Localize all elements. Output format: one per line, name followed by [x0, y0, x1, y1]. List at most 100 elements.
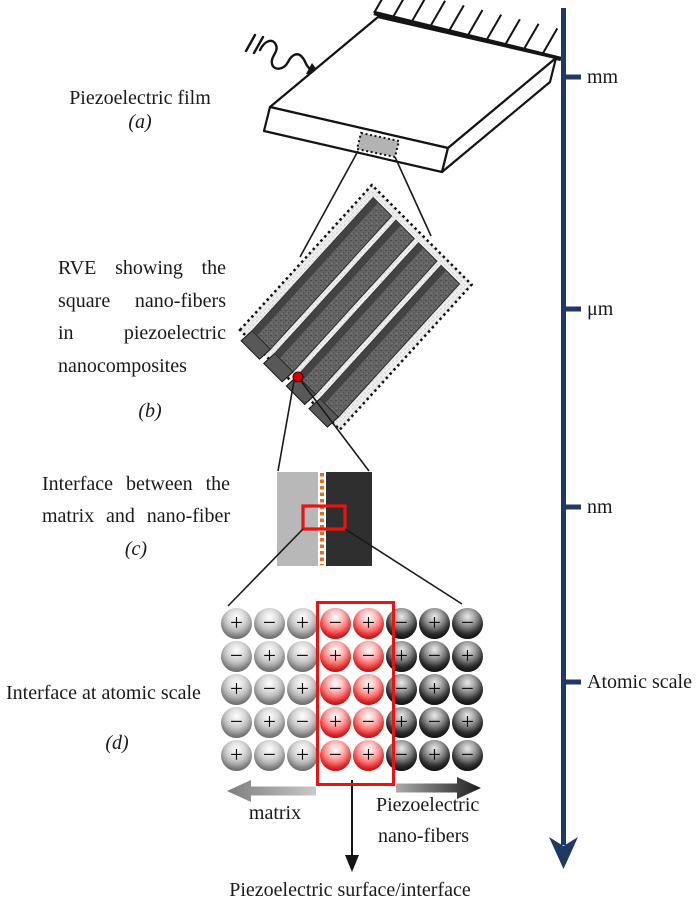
panel-b-title: RVE showing the square nano-fibers in pi…: [58, 252, 226, 382]
hatch-mark: [485, 14, 503, 42]
atom-charge-sign: −: [296, 643, 309, 668]
atom-fiber: +: [452, 641, 483, 672]
atom-charge-sign: −: [395, 742, 408, 767]
atom-charge-sign: +: [230, 610, 243, 635]
panel-c-line2: matrix and nano-fiber: [42, 505, 230, 527]
atom-charge-sign: +: [230, 742, 243, 767]
scale-ticks: [561, 74, 581, 685]
hatch-mark: [391, 0, 405, 19]
zoom-connectors-rve-to-interface: [277, 380, 370, 472]
atom-charge-sign: −: [395, 610, 408, 635]
atom-charge-sign: +: [428, 610, 441, 635]
atom-charge-sign: +: [296, 610, 309, 635]
atom-charge-sign: +: [263, 643, 276, 668]
atom-interface: +: [353, 740, 384, 771]
atom-fiber: −: [386, 740, 417, 771]
hatch-mark: [447, 4, 465, 32]
panel-c-line1: Interface between the: [42, 473, 230, 495]
nano-fiber-shade: [252, 197, 379, 336]
atom-matrix: +: [221, 608, 252, 639]
atom-charge-sign: −: [362, 709, 375, 734]
fixed-support-hatching: [373, 0, 559, 55]
rve-block: [238, 183, 474, 432]
hatch-mark: [466, 9, 484, 37]
atom-interface: +: [320, 641, 351, 672]
atom-charge-sign: +: [362, 742, 375, 767]
square-nano-fiber: [319, 264, 461, 418]
hatch-mark: [410, 0, 426, 23]
atom-charge-sign: −: [428, 643, 441, 668]
atom-matrix: −: [254, 674, 285, 705]
atom-charge-sign: +: [296, 742, 309, 767]
atom-interface: +: [353, 608, 384, 639]
atom-interface: +: [353, 674, 384, 705]
panel-a-tag: (a): [128, 111, 152, 133]
atom-matrix: −: [221, 641, 252, 672]
atom-matrix: −: [287, 641, 318, 672]
atom-fiber: +: [419, 674, 450, 705]
hatch-mark: [429, 0, 446, 28]
atom-matrix: −: [254, 740, 285, 771]
surface-pointer-arrow: [345, 780, 359, 872]
atom-matrix: +: [254, 707, 285, 738]
atom-matrix: +: [221, 740, 252, 771]
atom-matrix: +: [287, 674, 318, 705]
atom-charge-sign: −: [461, 742, 474, 767]
vibration-excitation-icon: [244, 33, 321, 75]
panel-b-line4: nanocomposites: [58, 354, 187, 377]
atom-charge-sign: +: [263, 709, 276, 734]
surface-interface-label: Piezoelectric surface/interface: [229, 879, 471, 901]
atom-matrix: +: [254, 641, 285, 672]
atom-fiber: −: [452, 740, 483, 771]
atom-charge-sign: +: [395, 709, 408, 734]
atom-charge-sign: +: [428, 676, 441, 701]
atom-matrix: −: [254, 608, 285, 639]
atom-charge-sign: +: [362, 610, 375, 635]
atom-charge-sign: +: [461, 709, 474, 734]
atom-fiber: +: [452, 707, 483, 738]
nano-fiber-shade: [297, 242, 424, 381]
atom-matrix: +: [287, 740, 318, 771]
atom-fiber: −: [386, 608, 417, 639]
panel-b-line1: RVE showing the: [58, 257, 226, 279]
atom-charge-sign: −: [395, 676, 408, 701]
atom-fiber: +: [386, 707, 417, 738]
atom-fiber: −: [419, 707, 450, 738]
atom-fiber: +: [419, 608, 450, 639]
nano-fiber-shade: [320, 265, 447, 404]
atom-charge-sign: +: [329, 643, 342, 668]
atom-fiber: +: [419, 740, 450, 771]
matrix-arrow-label: matrix: [248, 802, 302, 824]
matrix-direction-arrow: [227, 780, 316, 802]
panel-a-title: Piezoelectric film: [69, 87, 211, 109]
rve-interface-point: [292, 371, 304, 383]
atom-charge-sign: −: [263, 676, 276, 701]
film-right-face: [440, 56, 558, 174]
lattice-highlight-rect: [316, 601, 395, 786]
atom-charge-sign: −: [230, 709, 243, 734]
atom-interface: −: [353, 707, 384, 738]
panel-b-line2: square nano-fibers: [58, 289, 226, 312]
atom-interface: −: [320, 608, 351, 639]
interface-square: [277, 472, 372, 566]
atom-charge-sign: −: [329, 676, 342, 701]
atom-fiber: +: [386, 641, 417, 672]
atom-charge-sign: +: [461, 643, 474, 668]
atom-fiber: −: [452, 608, 483, 639]
hatch-mark: [373, 0, 383, 14]
atom-charge-sign: −: [428, 709, 441, 734]
atom-charge-sign: −: [263, 610, 276, 635]
scale-tick-label: μm: [587, 298, 614, 320]
atom-charge-sign: +: [230, 676, 243, 701]
fiber-arrow-label-line2: nano-fibers: [378, 825, 470, 847]
atom-charge-sign: +: [296, 676, 309, 701]
scale-tick-label: nm: [587, 496, 613, 518]
panel-b-line3: in piezoelectric: [58, 322, 226, 344]
atom-charge-sign: −: [296, 709, 309, 734]
length-scale-bar: [549, 8, 581, 869]
atom-charge-sign: −: [461, 610, 474, 635]
atom-charge-sign: −: [230, 643, 243, 668]
atom-matrix: −: [221, 707, 252, 738]
